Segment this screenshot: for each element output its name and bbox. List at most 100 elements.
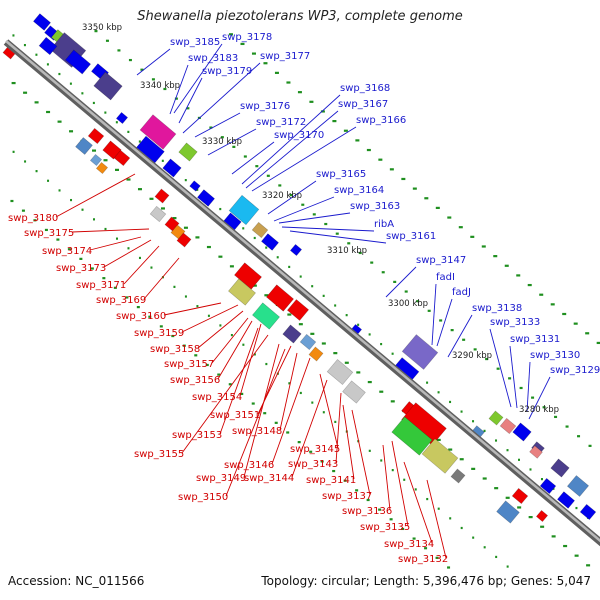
gene-label-swp_3172: swp_3172 bbox=[256, 117, 306, 128]
gene-label-swp_3154: swp_3154 bbox=[192, 392, 242, 403]
leader-line bbox=[509, 345, 518, 409]
leader-line bbox=[281, 226, 375, 232]
tick-mark-2 bbox=[309, 450, 313, 453]
kbp-label: 3310 kbp bbox=[327, 246, 367, 256]
leader-line bbox=[197, 310, 244, 349]
leader-line bbox=[231, 141, 275, 175]
tick-mark-4 bbox=[266, 174, 270, 177]
tick-mark-2 bbox=[79, 257, 83, 260]
forward-gene-18 bbox=[261, 233, 279, 251]
reverse-gene-46 bbox=[266, 284, 294, 312]
leader-line bbox=[351, 409, 371, 496]
leader-line bbox=[251, 126, 357, 192]
leader-line bbox=[342, 404, 355, 480]
gene-label-swp_3155: swp_3155 bbox=[134, 449, 184, 460]
tick-mark-4 bbox=[416, 300, 420, 303]
tick-mark-0 bbox=[471, 467, 476, 470]
tick-mark-2 bbox=[125, 296, 129, 299]
tick-mark-0 bbox=[206, 245, 211, 249]
gene-label-swp_3163: swp_3163 bbox=[350, 201, 400, 212]
forward-gene-30 bbox=[557, 491, 575, 509]
tick-mark-3 bbox=[483, 429, 486, 432]
tick-mark-0 bbox=[287, 313, 292, 316]
tick-mark-4 bbox=[450, 329, 454, 332]
reverse-gene-50 bbox=[299, 333, 317, 351]
tick-mark-0 bbox=[23, 91, 28, 94]
tick-mark-4 bbox=[496, 367, 500, 370]
tick-mark-1 bbox=[24, 160, 27, 163]
tick-mark-1 bbox=[426, 497, 429, 501]
tick-mark-1 bbox=[58, 189, 61, 192]
tick-mark-0 bbox=[586, 564, 591, 567]
tick-mark-4 bbox=[519, 386, 523, 390]
tick-mark-0 bbox=[115, 168, 120, 171]
tick-mark-0 bbox=[195, 236, 200, 239]
gene-label-swp_3134: swp_3134 bbox=[384, 539, 434, 550]
forward-gene-24 bbox=[499, 417, 517, 435]
tick-mark-3 bbox=[472, 420, 475, 423]
kbp-label: 3280 kbp bbox=[519, 405, 559, 415]
tick-mark-1 bbox=[265, 362, 268, 366]
tick-mark-2 bbox=[378, 508, 382, 511]
reverse-gene-60 bbox=[496, 500, 520, 524]
reverse-gene-51 bbox=[308, 346, 324, 362]
reverse-gene-43 bbox=[176, 232, 192, 248]
gene-label-swp_3146: swp_3146 bbox=[224, 460, 274, 471]
tick-mark-1 bbox=[495, 555, 498, 559]
leader-line bbox=[71, 228, 150, 233]
tick-mark-1 bbox=[437, 507, 440, 510]
leader-line bbox=[143, 257, 180, 300]
tick-mark-4 bbox=[370, 261, 374, 264]
tick-mark-4 bbox=[255, 165, 259, 168]
gene-label-swp_3150: swp_3150 bbox=[178, 492, 228, 503]
tick-mark-1 bbox=[93, 218, 96, 221]
tick-mark-0 bbox=[57, 120, 62, 123]
tick-mark-3 bbox=[426, 381, 429, 384]
forward-gene-25 bbox=[512, 422, 532, 442]
forward-gene-8 bbox=[115, 111, 129, 125]
leader-line bbox=[271, 357, 311, 465]
tick-mark-0 bbox=[436, 438, 441, 442]
forward-gene-7 bbox=[93, 71, 123, 101]
tick-mark-4 bbox=[301, 203, 305, 206]
tick-mark-3 bbox=[104, 111, 107, 114]
gene-label-swp_3165: swp_3165 bbox=[316, 169, 366, 180]
tick-mark-3 bbox=[58, 72, 61, 76]
backbone-highlight bbox=[5, 40, 600, 543]
tick-mark-0 bbox=[505, 496, 510, 499]
tick-mark-4 bbox=[94, 30, 98, 33]
reverse-gene-57 bbox=[421, 438, 459, 474]
leader-line bbox=[528, 376, 551, 420]
tick-mark-2 bbox=[320, 460, 324, 463]
tick-mark-4 bbox=[381, 271, 385, 274]
tick-mark-4 bbox=[140, 68, 144, 71]
kbp-label: 3340 kbp bbox=[140, 81, 180, 91]
forward-gene-9 bbox=[139, 114, 177, 150]
gene-label-swp_3133: swp_3133 bbox=[490, 317, 540, 328]
tick-mark-5 bbox=[389, 168, 394, 171]
gene-label-swp_3160: swp_3160 bbox=[116, 311, 166, 322]
tick-mark-5 bbox=[355, 139, 360, 142]
tick-mark-1 bbox=[207, 314, 210, 317]
leader-line bbox=[243, 343, 280, 478]
tick-mark-5 bbox=[251, 52, 256, 55]
reverse-gene-53 bbox=[342, 380, 366, 404]
tick-mark-1 bbox=[483, 546, 486, 549]
tick-mark-3 bbox=[92, 101, 95, 105]
kbp-label: 3320 kbp bbox=[262, 191, 302, 201]
tick-mark-1 bbox=[184, 295, 187, 298]
gene-label-swp_3147: swp_3147 bbox=[416, 255, 466, 266]
leader-line bbox=[241, 94, 341, 185]
leader-line bbox=[278, 212, 351, 224]
tick-mark-1 bbox=[368, 449, 371, 452]
gene-label-swp_3169: swp_3169 bbox=[96, 295, 146, 306]
tick-mark-5 bbox=[366, 148, 371, 152]
tick-mark-2 bbox=[286, 431, 290, 434]
tick-mark-5 bbox=[332, 120, 337, 123]
tick-mark-1 bbox=[403, 478, 406, 481]
gene-label-swp_3185: swp_3185 bbox=[170, 37, 220, 48]
tick-mark-5 bbox=[481, 245, 486, 248]
gene-label-swp_3145: swp_3145 bbox=[290, 444, 340, 455]
tick-mark-3 bbox=[46, 63, 49, 66]
tick-mark-0 bbox=[252, 284, 257, 287]
